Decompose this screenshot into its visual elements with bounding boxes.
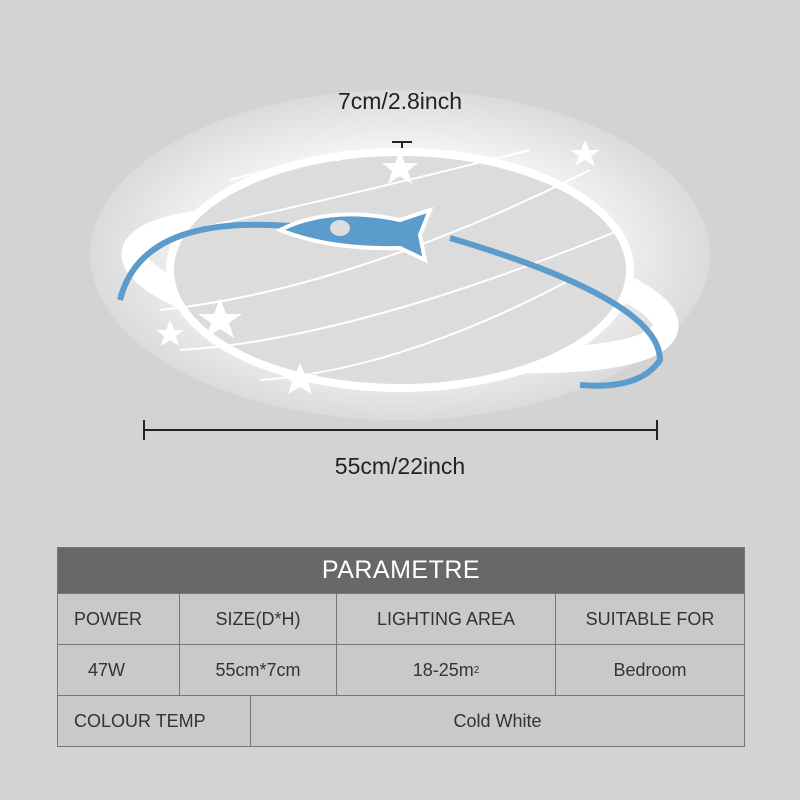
height-dimension-label: 7cm/2.8inch bbox=[337, 88, 462, 114]
table-header-row: POWER SIZE(D*H) LIGHTING AREA SUITABLE F… bbox=[58, 593, 744, 644]
header-power: POWER bbox=[74, 608, 143, 629]
diameter-ruler bbox=[143, 420, 658, 440]
header-suitable-for: SUITABLE FOR bbox=[555, 594, 744, 644]
colour-temp-value: Cold White bbox=[250, 696, 744, 746]
parameter-table: PARAMETRE POWER SIZE(D*H) LIGHTING AREA … bbox=[57, 547, 745, 747]
value-suitable-for: Bedroom bbox=[555, 645, 744, 695]
header-size: SIZE(D*H) bbox=[179, 594, 336, 644]
header-lighting-area: LIGHTING AREA bbox=[336, 594, 555, 644]
value-power: 47W bbox=[88, 659, 126, 680]
planet-rocket-ceiling-lamp-icon bbox=[117, 140, 679, 394]
rocket-icon bbox=[275, 206, 434, 264]
parameter-table-title: PARAMETRE bbox=[58, 548, 744, 593]
table-colour-temp-row: COLOUR TEMP Cold White bbox=[58, 695, 744, 746]
value-size: 55cm*7cm bbox=[179, 645, 336, 695]
colour-temp-label: COLOUR TEMP bbox=[74, 710, 206, 731]
diameter-dimension-label: 55cm/22inch bbox=[334, 453, 466, 479]
